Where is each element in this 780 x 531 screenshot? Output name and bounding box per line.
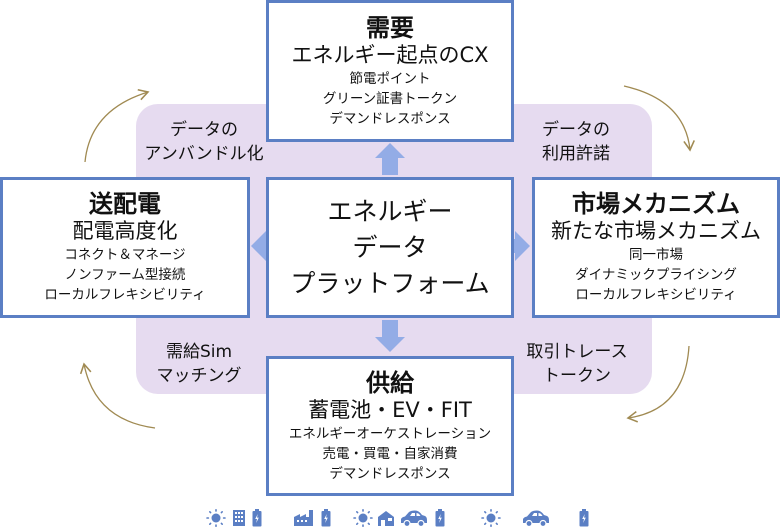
car-icon [399, 509, 429, 531]
supply-title: 供給 [366, 368, 414, 397]
sun-icon [353, 509, 373, 531]
demand-item: 節電ポイント [349, 70, 431, 87]
label-supply-demand-sim: 需給Sim マッチング [144, 340, 254, 388]
battery-icon [321, 509, 331, 531]
block-arrow-up [375, 143, 405, 175]
supply-item: 売電・買電・自家消費 [322, 445, 458, 462]
block-arrow-left [251, 231, 280, 261]
label-line: 利用許諾 [542, 144, 610, 164]
transmission-item: コネクト＆マネージ [64, 247, 186, 263]
supply-item: エネルギーオーケストレーション [288, 425, 492, 442]
market-item: ローカルフレキシビリティ [575, 287, 737, 303]
sun-icon [206, 509, 226, 531]
platform-line: プラットフォーム [290, 268, 490, 298]
battery-icon [252, 509, 262, 531]
transmission-title: 送配電 [89, 190, 161, 218]
market-item: ダイナミックプライシング [575, 267, 737, 283]
label-line: 需給Sim [165, 342, 233, 362]
cycle-arrow-bottom-right [626, 345, 690, 423]
label-trade-trace-token: 取引トレース トークン [512, 340, 642, 388]
transmission-subtitle: 配電高度化 [72, 219, 178, 243]
transmission-item: ローカルフレキシビリティ [44, 287, 206, 303]
demand-item: グリーン証書トークン [322, 90, 458, 107]
demand-box: 需要 エネルギー起点のCX 節電ポイント グリーン証書トークン デマンドレスポン… [266, 0, 514, 142]
label-line: アンバンドル化 [144, 144, 264, 164]
house-icon [377, 509, 397, 531]
market-item: 同一市場 [629, 247, 683, 263]
label-line: 取引トレース [526, 342, 628, 362]
label-line: データの [542, 120, 610, 140]
label-line: トークン [543, 366, 611, 386]
label-data-permission: データの 利用許諾 [516, 118, 636, 166]
transmission-item: ノンファーム型接続 [64, 267, 186, 283]
block-arrow-down [375, 320, 405, 352]
cycle-arrow-bottom-left [79, 362, 156, 429]
supply-item: デマンドレスポンス [329, 465, 451, 482]
cycle-arrow-top-right [623, 85, 695, 152]
transmission-box: 送配電 配電高度化 コネクト＆マネージ ノンファーム型接続 ローカルフレキシビリ… [0, 177, 250, 318]
block-arrow-right [500, 231, 530, 261]
platform-box: エネルギー データ プラットフォーム [266, 177, 514, 318]
icon-row [0, 509, 780, 529]
supply-subtitle: 蓄電池・EV・FIT [308, 397, 472, 422]
label-line: マッチング [156, 366, 242, 386]
market-subtitle: 新たな市場メカニズム [551, 219, 761, 243]
battery-icon [435, 509, 445, 531]
car-icon [521, 509, 551, 531]
supply-box: 供給 蓄電池・EV・FIT エネルギーオーケストレーション 売電・買電・自家消費… [266, 356, 514, 496]
factory-icon [293, 509, 315, 531]
label-data-unbundling: データの アンバンドル化 [144, 118, 264, 166]
building-icon [232, 509, 246, 531]
sun-icon [481, 509, 501, 531]
cycle-arrow-top-left [84, 88, 150, 163]
battery-icon [579, 509, 589, 531]
demand-title: 需要 [366, 13, 414, 42]
market-title: 市場メカニズム [572, 190, 740, 218]
platform-line: データ [352, 232, 428, 262]
demand-item: デマンドレスポンス [329, 110, 451, 127]
platform-line: エネルギー [327, 196, 453, 226]
demand-subtitle: エネルギー起点のCX [291, 42, 489, 67]
label-line: データの [170, 120, 238, 140]
market-box: 市場メカニズム 新たな市場メカニズム 同一市場 ダイナミックプライシング ローカ… [532, 177, 780, 318]
